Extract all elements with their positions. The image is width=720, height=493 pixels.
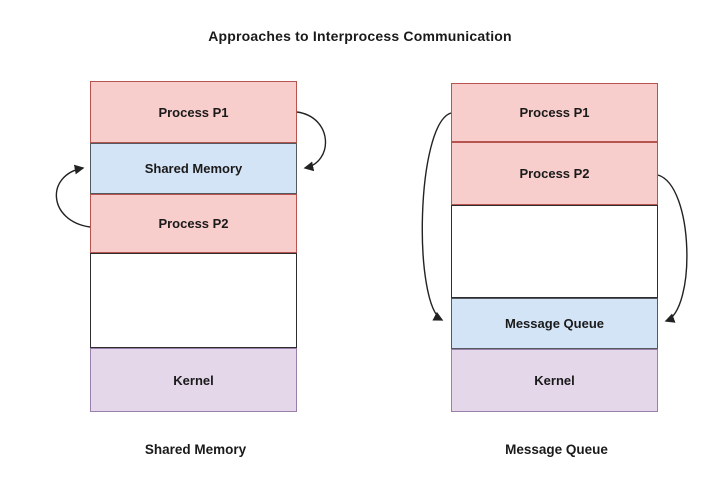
- box-label: Message Queue: [505, 316, 604, 331]
- arrow-p2-to-shared-memory: [55, 164, 91, 228]
- box-label: Kernel: [173, 372, 214, 388]
- box-message-queue: Message Queue: [451, 298, 658, 349]
- caption-message-queue: Message Queue: [505, 442, 608, 457]
- box-user-space-empty: [451, 205, 658, 298]
- box-user-space-empty: [90, 253, 297, 348]
- box-process-p1: Process P1: [451, 83, 658, 142]
- message-queue-diagram: Process P1 Process P2 Message Queue Kern…: [451, 83, 658, 412]
- arrow-p1-to-shared-memory: [296, 111, 327, 172]
- box-label: Process P2: [519, 166, 590, 181]
- box-label: Shared Memory: [144, 161, 243, 176]
- arrow-p2-to-message-queue: [657, 174, 688, 323]
- box-label: Process P2: [158, 216, 229, 231]
- box-kernel: Kernel: [451, 349, 658, 412]
- box-kernel: Kernel: [90, 348, 297, 412]
- box-label: Process P1: [519, 105, 590, 120]
- box-process-p1: Process P1: [90, 81, 297, 143]
- diagram-title: Approaches to Interprocess Communication: [208, 28, 512, 44]
- caption-shared-memory: Shared Memory: [144, 442, 247, 457]
- box-process-p2: Process P2: [90, 194, 297, 253]
- box-process-p2: Process P2: [451, 142, 658, 205]
- arrow-p1-to-message-queue: [421, 112, 452, 321]
- box-shared-memory: Shared Memory: [90, 143, 297, 194]
- box-label: Kernel: [534, 373, 575, 388]
- shared-memory-diagram: Process P1 Shared Memory Process P2 Kern…: [90, 81, 297, 412]
- box-label: Process P1: [158, 104, 229, 120]
